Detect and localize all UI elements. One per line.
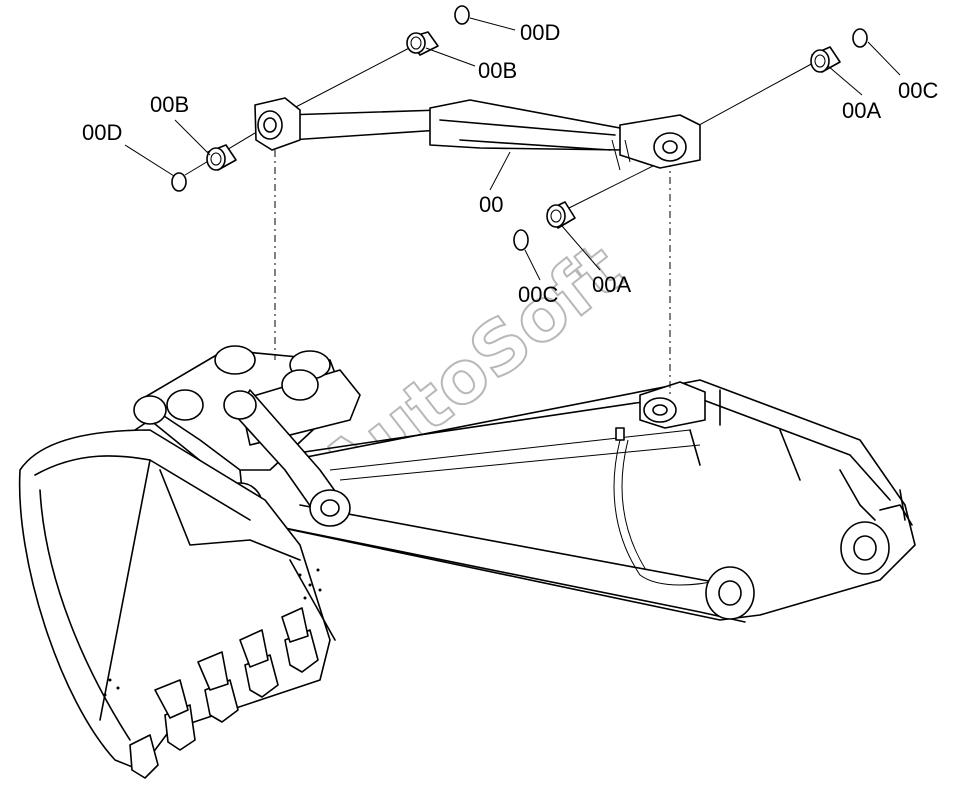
leader-lines: [124, 17, 901, 281]
bushing-00A-right: [810, 46, 841, 73]
callouts: 00D 00B 00C 00A 00B 00D 00 00C 00A: [82, 20, 938, 307]
arm: [239, 379, 916, 623]
link-pin-boss: [309, 489, 351, 527]
callout-00A-right: 00A: [842, 98, 881, 123]
o-ring-00C-right: [852, 28, 868, 48]
callout-00D-top: 00D: [520, 20, 560, 45]
o-ring-00C-mid: [513, 229, 529, 251]
bucket: [18, 429, 336, 779]
callout-00C-mid: 00C: [518, 282, 558, 307]
assembly-lines: [184, 44, 816, 395]
callout-00D-left: 00D: [82, 120, 122, 145]
bushing-00B-left: [206, 144, 237, 171]
bushing-00A-mid: [546, 201, 576, 229]
callout-00: 00: [479, 192, 503, 217]
bucket-cylinder: [254, 97, 701, 171]
callout-00A-mid: 00A: [592, 272, 631, 297]
arm-foot-pin-boss: [840, 521, 890, 575]
callout-00C-right: 00C: [898, 78, 938, 103]
parts: [171, 5, 868, 251]
linkage: [133, 345, 361, 531]
bushing-00B-top: [406, 31, 439, 56]
callout-00B-left: 00B: [150, 92, 189, 117]
cylinder-rod-mount-boss: [643, 397, 677, 423]
bucket-teeth: [129, 607, 319, 779]
o-ring-00D-top: [454, 5, 470, 25]
o-ring-00D-left: [171, 172, 187, 192]
callout-00B-top: 00B: [478, 58, 517, 83]
